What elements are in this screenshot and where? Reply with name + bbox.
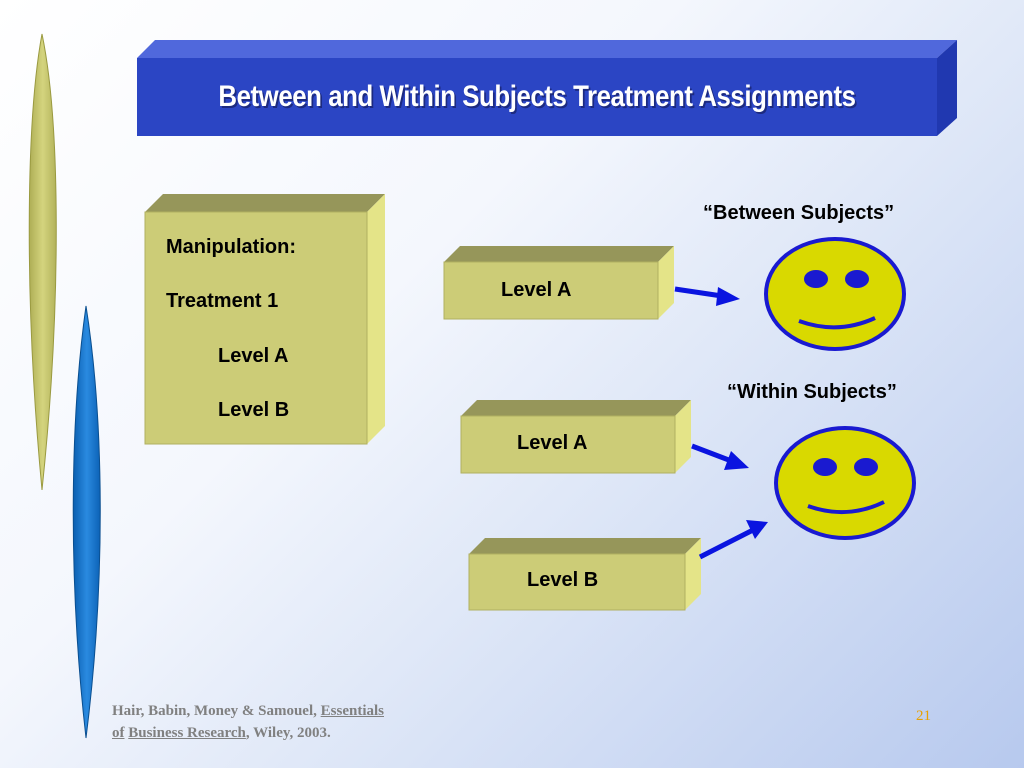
within-level-b-label: Level B xyxy=(527,569,599,591)
between-level-a-box xyxy=(443,246,674,320)
blue-leaf xyxy=(72,305,101,739)
within-level-a-label: Level A xyxy=(517,432,588,454)
treatment-label: Treatment 1 xyxy=(166,290,279,312)
citation-book-part2: Business Research xyxy=(128,725,246,741)
arrow-between xyxy=(674,286,740,306)
within-subjects-label: “Within Subjects” xyxy=(727,381,897,403)
slide-title: Between and Within Subjects Treatment As… xyxy=(218,80,856,113)
smiley-face-within xyxy=(774,426,916,540)
citation-book-part1: Essentials xyxy=(320,703,384,719)
arrow-within-a xyxy=(691,443,749,470)
within-level-b-box xyxy=(468,538,701,611)
manipulation-level-b: Level B xyxy=(218,399,290,421)
green-leaf xyxy=(28,33,57,491)
citation: Hair, Babin, Money & Samouel, Essentials… xyxy=(112,700,384,744)
within-level-a-box xyxy=(460,400,691,474)
between-level-a-label: Level A xyxy=(501,279,572,301)
citation-rest: , Wiley, 2003. xyxy=(245,725,331,741)
manipulation-heading: Manipulation: xyxy=(166,236,296,258)
title-bar xyxy=(137,40,957,136)
citation-authors: Hair, Babin, Money & Samouel, xyxy=(112,703,321,719)
decorative-leaves xyxy=(28,33,101,739)
manipulation-level-a: Level A xyxy=(218,345,289,367)
between-subjects-label: “Between Subjects” xyxy=(703,202,895,224)
citation-book-of: of xyxy=(112,725,125,741)
page-number: 21 xyxy=(916,708,931,724)
arrow-within-b xyxy=(698,520,768,560)
manipulation-box xyxy=(144,194,385,445)
smiley-face-between xyxy=(764,237,906,351)
